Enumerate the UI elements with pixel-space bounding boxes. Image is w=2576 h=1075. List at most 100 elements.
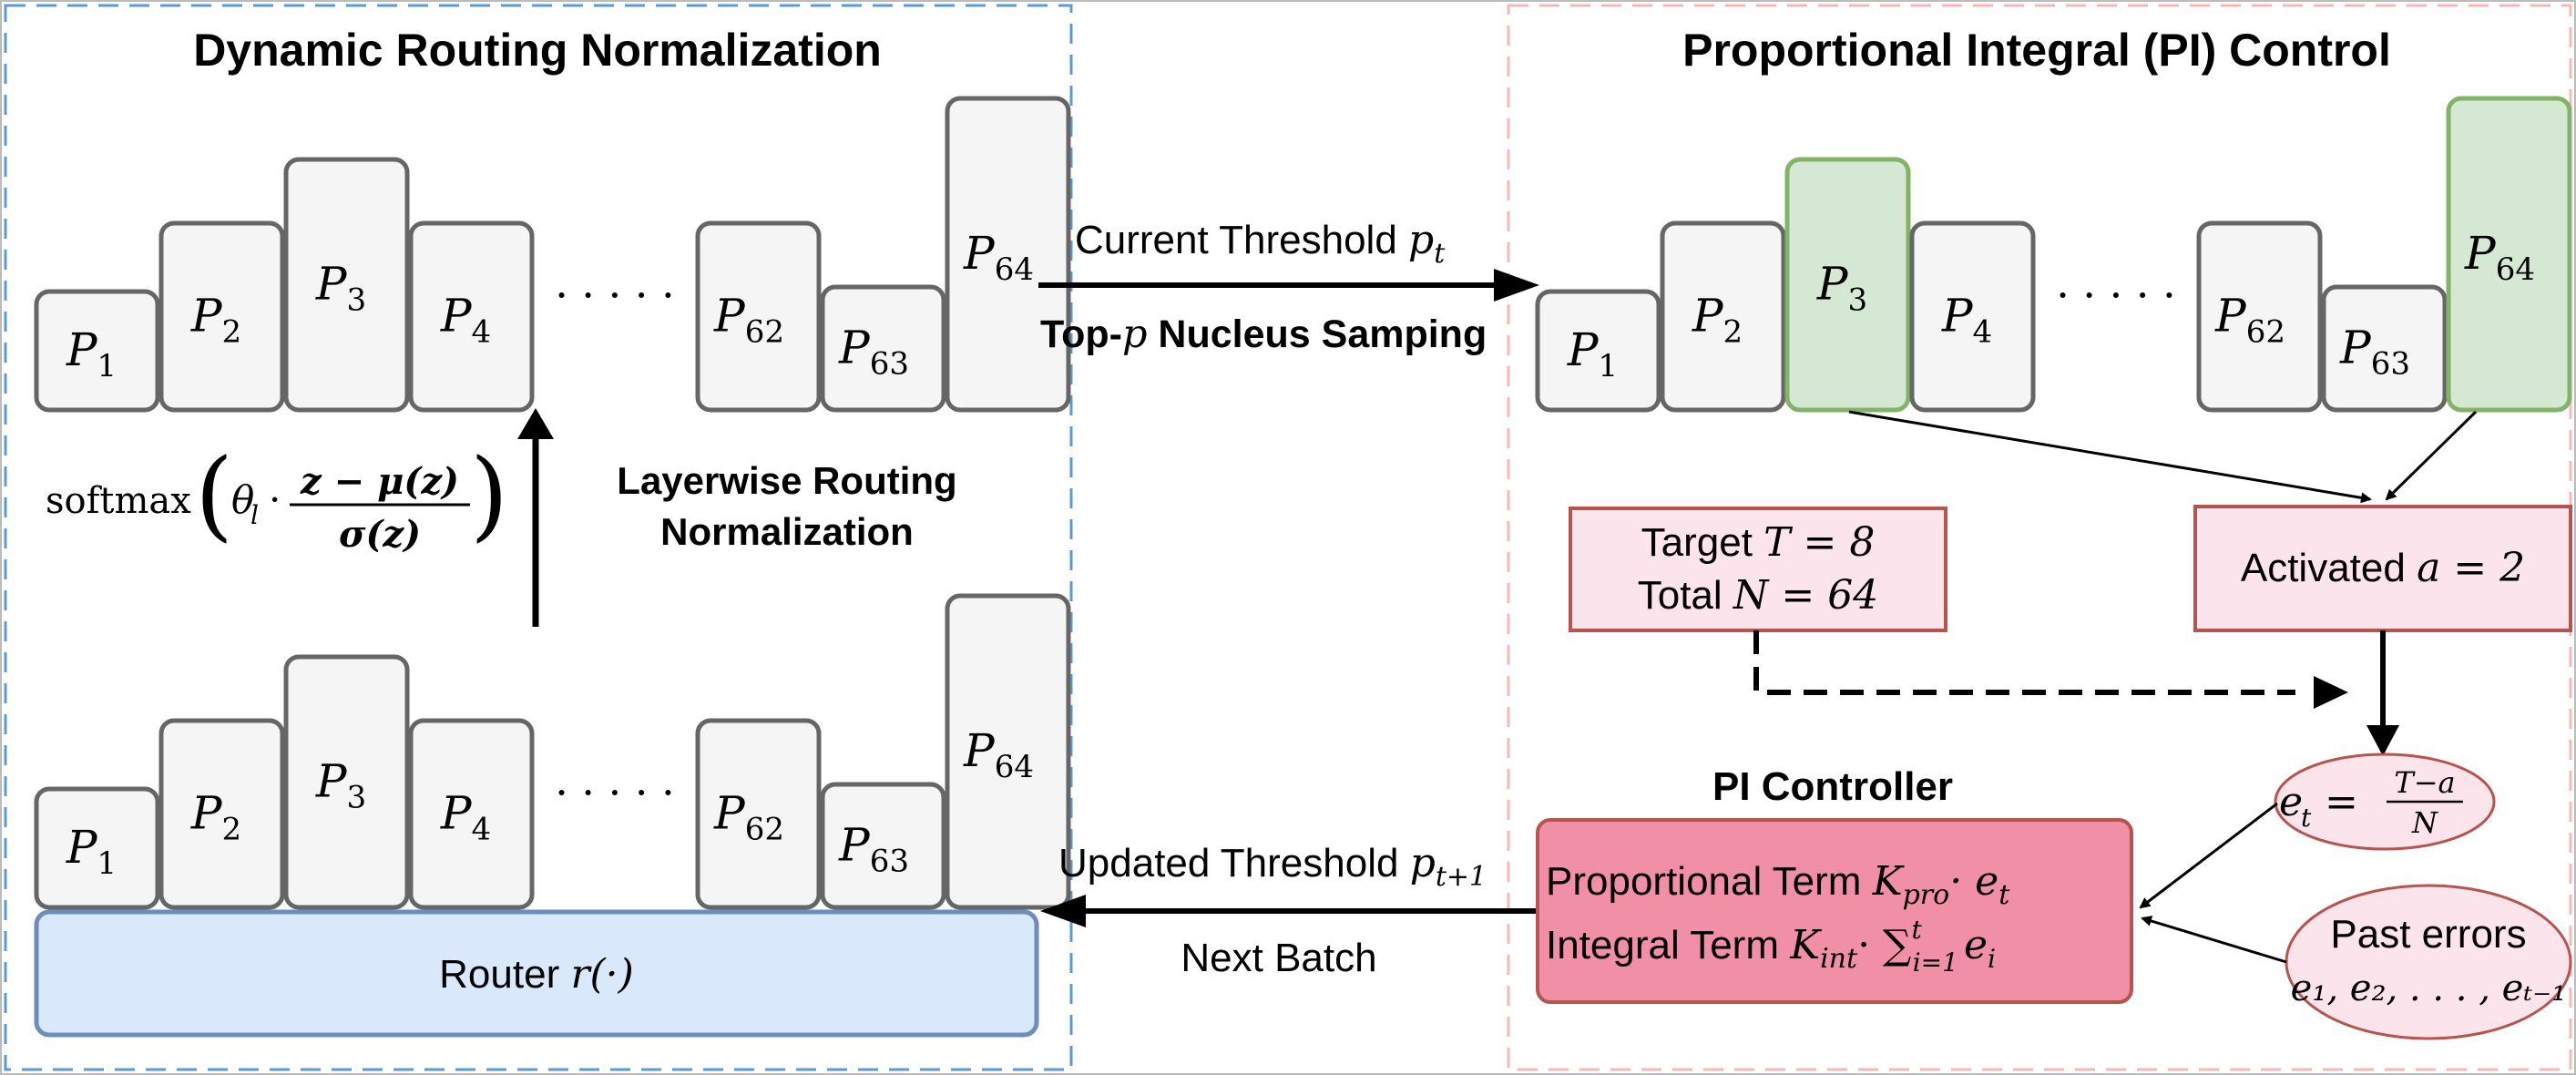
softmax-open-paren: ( bbox=[195, 438, 233, 552]
integral-sum-sup: t bbox=[1911, 915, 1922, 945]
pi-controller-box bbox=[1536, 818, 2133, 1004]
right-bar-p4 bbox=[1909, 220, 2036, 413]
top-left-bar-p2 bbox=[158, 220, 285, 413]
proportional-word: Proportional Term bbox=[1546, 859, 1861, 904]
past-errors-ellipse bbox=[2285, 884, 2572, 1040]
proportional-tail: · e bbox=[1949, 858, 1998, 905]
proportional-term: Proportional Term Kpro· et bbox=[1546, 858, 2010, 911]
router-label: Router r(·) bbox=[439, 951, 634, 998]
normalization-up-arrow-head bbox=[517, 408, 554, 439]
updated-threshold-text: Updated Threshold bbox=[1058, 841, 1398, 886]
current-threshold-arrow-head bbox=[1494, 269, 1539, 302]
topp-var: p bbox=[1122, 312, 1148, 357]
router-math: r(·) bbox=[570, 951, 633, 998]
topp-sampling-label: Top-p Nucleus Samping bbox=[1040, 312, 1487, 357]
target-dashed-arrow-head bbox=[2314, 676, 2348, 709]
error-lhs-sub: t bbox=[2301, 803, 2312, 833]
right-bar-p2 bbox=[1660, 220, 1786, 413]
top-left-label-p62: P62 bbox=[713, 290, 784, 351]
right-label-p62: P62 bbox=[2214, 290, 2285, 351]
pi-controller-title: PI Controller bbox=[1712, 764, 1953, 809]
next-batch-label: Next Batch bbox=[1181, 936, 1376, 980]
softmax-dot: · bbox=[269, 477, 281, 522]
softmax-close-paren: ) bbox=[470, 438, 508, 552]
softmax-formula: softmax ( θ l · z − μ(z) σ(z) ) bbox=[46, 438, 508, 556]
integral-e: e bbox=[1964, 922, 1988, 968]
right-panel-title: Proportional Integral (PI) Control bbox=[1682, 25, 2391, 76]
right-label-p1: P1 bbox=[1567, 323, 1618, 384]
softmax-theta-sub: l bbox=[250, 500, 259, 530]
updated-threshold-arrow-head bbox=[1040, 895, 1086, 927]
updated-threshold-label: Updated Threshold pt+1 bbox=[1058, 840, 1487, 893]
top-left-bar-p4 bbox=[408, 220, 535, 413]
top-left-bar-p3 bbox=[283, 157, 410, 413]
total-math: N = 64 bbox=[1733, 572, 1878, 619]
integral-k-sub: int bbox=[1820, 943, 1858, 975]
bottom-left-label-p4: P4 bbox=[440, 787, 491, 848]
top-left-bar-p64 bbox=[945, 96, 1071, 413]
top-left-label-p64: P64 bbox=[963, 227, 1034, 288]
softmax-theta: θ bbox=[231, 477, 254, 522]
top-left-label-p1: P1 bbox=[66, 323, 117, 384]
current-threshold-label: Current Threshold pt bbox=[1075, 217, 1446, 270]
target-math: T = 8 bbox=[1763, 519, 1875, 566]
top-left-label-p2: P2 bbox=[190, 290, 241, 351]
bottom-left-label-p64: P64 bbox=[963, 724, 1034, 785]
right-label-p2: P2 bbox=[1692, 290, 1743, 351]
integral-sum-sub: i=1 bbox=[1913, 947, 1958, 978]
updated-threshold-sub: t+1 bbox=[1436, 861, 1487, 893]
current-threshold-var: p bbox=[1408, 217, 1434, 263]
layerwise-label-line2: Normalization bbox=[660, 510, 914, 553]
integral-sum: · ∑ bbox=[1857, 922, 1911, 968]
bottom-left-ellipsis: · · · · · bbox=[555, 768, 675, 817]
bottom-left-bar-p2 bbox=[158, 718, 285, 910]
right-ellipsis: · · · · · bbox=[2056, 271, 2176, 320]
bottom-left-label-p2: P2 bbox=[190, 787, 241, 848]
total-word: Total bbox=[1638, 573, 1722, 618]
activated-word: Activated bbox=[2241, 546, 2406, 590]
integral-word: Integral Term bbox=[1546, 923, 1779, 968]
current-threshold-sub: t bbox=[1434, 238, 1446, 270]
proportional-tail-sub: t bbox=[1998, 879, 2010, 911]
activated-math: a = 2 bbox=[2417, 545, 2525, 591]
topp-prefix: Top- bbox=[1040, 312, 1122, 356]
right-label-p63: P63 bbox=[2339, 322, 2410, 383]
target-line1: Target T = 8 bbox=[1641, 519, 1876, 566]
bottom-left-label-p3: P3 bbox=[315, 755, 366, 816]
updated-threshold-var: p bbox=[1410, 840, 1436, 886]
left-panel-frame bbox=[4, 4, 1073, 1071]
target-dashed-arrow bbox=[1753, 630, 2295, 695]
bottom-left-bar-p62 bbox=[695, 718, 822, 910]
past-to-controller-arrow bbox=[2141, 916, 2287, 964]
right-bar-p3 bbox=[1784, 157, 1911, 413]
error-numerator: T−a bbox=[2394, 765, 2455, 800]
error-eq: = bbox=[2325, 779, 2358, 825]
target-word: Target bbox=[1641, 520, 1753, 565]
bottom-left-bar-p4 bbox=[408, 718, 535, 910]
error-denominator: N bbox=[2411, 805, 2438, 840]
error-to-controller-arrow bbox=[2139, 802, 2278, 909]
activated-to-error-arrow-head bbox=[2366, 725, 2399, 756]
router-box bbox=[34, 909, 1039, 1038]
right-label-p4: P4 bbox=[1941, 290, 1992, 351]
bottom-left-bar-p1 bbox=[34, 786, 160, 910]
top-left-bar-p1 bbox=[34, 289, 160, 413]
right-bar-p1 bbox=[1535, 289, 1661, 413]
right-bar-p63 bbox=[2321, 284, 2448, 413]
current-threshold-text: Current Threshold bbox=[1075, 218, 1397, 262]
top-left-bar-p63 bbox=[820, 284, 946, 413]
target-box bbox=[1569, 507, 1947, 632]
p3-to-activated-line bbox=[1848, 410, 2372, 504]
p64-to-activated-line bbox=[2385, 410, 2478, 501]
bottom-left-bar-p63 bbox=[820, 782, 946, 910]
top-left-ellipsis: · · · · · bbox=[555, 271, 675, 320]
bottom-left-label-p63: P63 bbox=[838, 819, 909, 880]
left-panel-title: Dynamic Routing Normalization bbox=[193, 25, 882, 76]
proportional-k: K bbox=[1872, 858, 1905, 905]
